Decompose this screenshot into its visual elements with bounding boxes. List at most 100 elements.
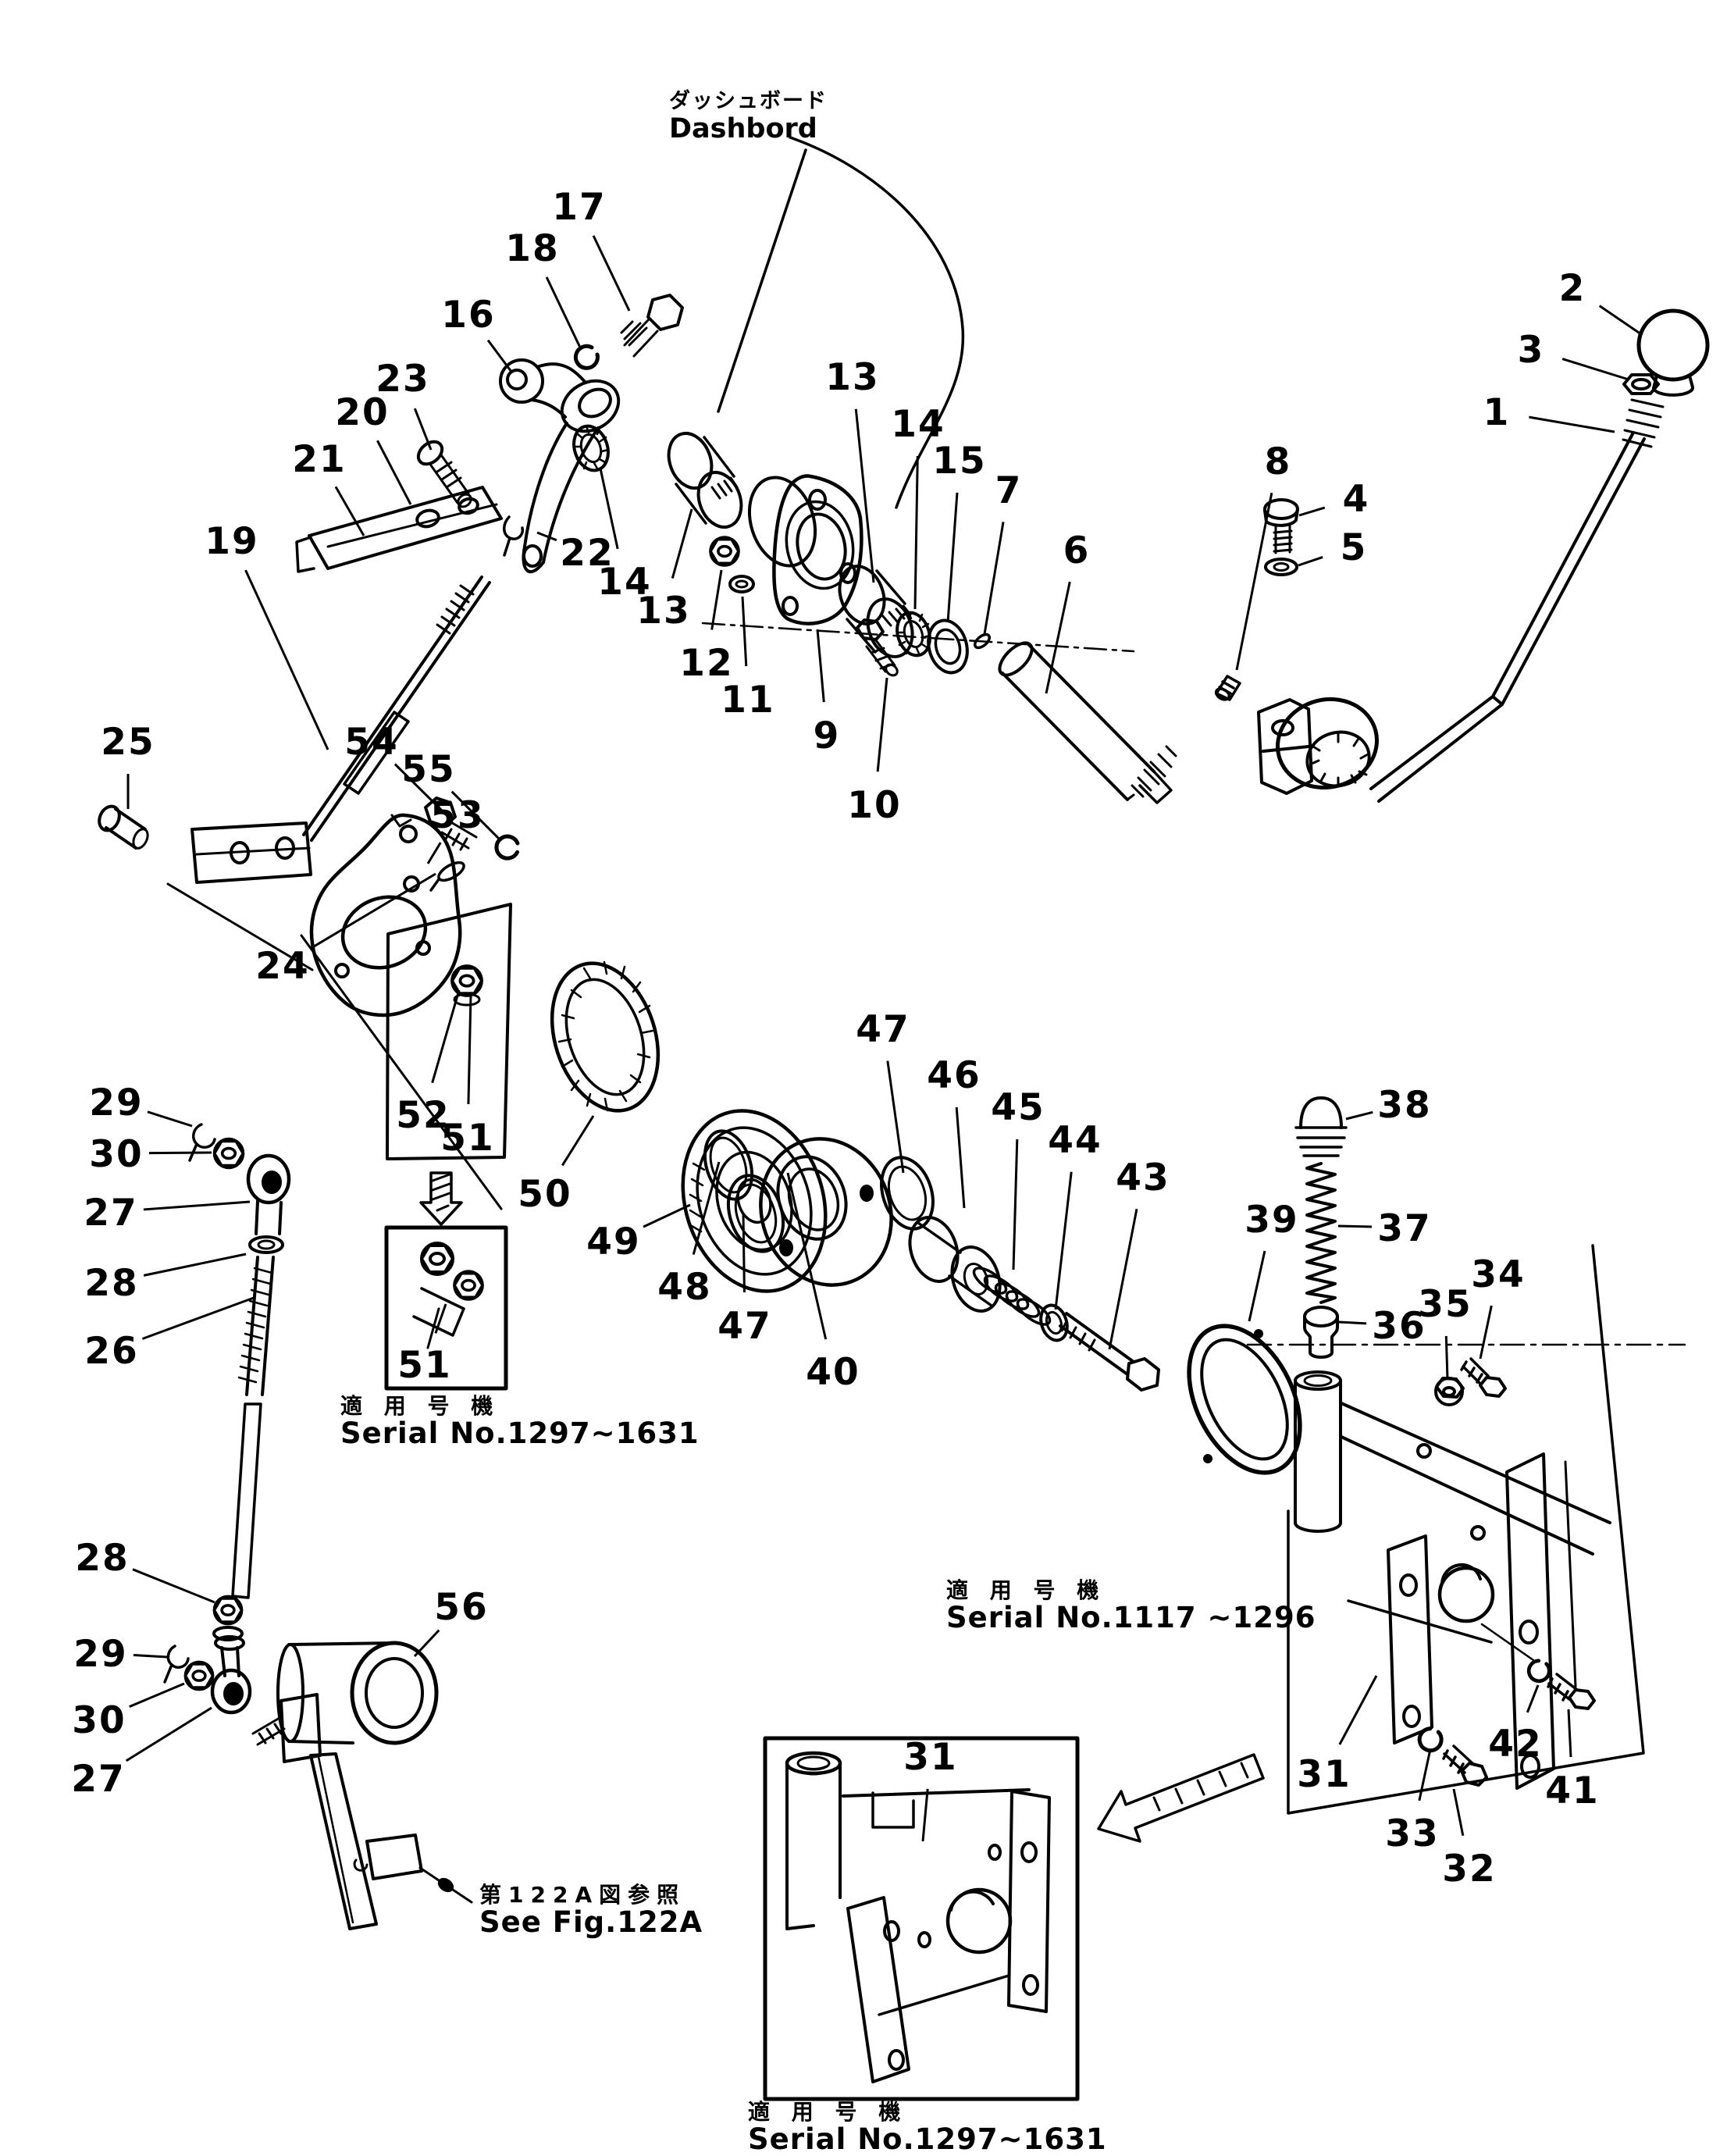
bolt-41 bbox=[1547, 1673, 1596, 1710]
part-label-4-3: 4 bbox=[1343, 478, 1370, 521]
part-label-13-12: 13 bbox=[825, 356, 879, 399]
serial-note-1-en: Serial No.1297~1631 bbox=[340, 1417, 700, 1450]
part-label-51-58: 51 bbox=[440, 1117, 494, 1160]
washer bbox=[728, 575, 755, 593]
serial-note-2-jp: 適 用 号 機 bbox=[946, 1577, 1106, 1603]
backing-panel bbox=[386, 903, 512, 1160]
serial-note-3-jp: 適 用 号 機 bbox=[748, 2099, 907, 2125]
leader-line-14-13 bbox=[913, 455, 919, 610]
bolt-43 bbox=[1059, 1312, 1160, 1392]
leader-line-11-10 bbox=[741, 596, 748, 667]
bracket-left-plate bbox=[1387, 1534, 1433, 1744]
bolt-54 bbox=[424, 796, 478, 851]
down-arrow bbox=[419, 1171, 463, 1226]
serial-note-2-en: Serial No.1117 ~1296 bbox=[946, 1601, 1316, 1634]
nut-28-lower bbox=[212, 1595, 244, 1626]
part-label-54-61: 54 bbox=[344, 721, 398, 764]
sector-plate-group bbox=[166, 813, 512, 1391]
link-rod-assembly bbox=[163, 1123, 473, 1930]
part-label-35-41: 35 bbox=[1418, 1283, 1472, 1326]
leader-line-41-47 bbox=[1567, 1709, 1572, 1758]
part-label-24-25: 24 bbox=[255, 945, 309, 988]
inset-tube bbox=[785, 1751, 842, 1930]
inset-left-plate bbox=[846, 1896, 910, 2083]
leader-line-47-53 bbox=[886, 1060, 905, 1174]
dashboard-label-en: Dashbord bbox=[669, 113, 817, 144]
part-label-9-8: 9 bbox=[814, 715, 841, 757]
bellcrank-56 bbox=[251, 1641, 473, 1930]
control-rod-group bbox=[98, 576, 522, 892]
part-label-38-44: 38 bbox=[1377, 1084, 1431, 1127]
flange-bolt bbox=[856, 618, 899, 677]
part-label-40-46: 40 bbox=[806, 1351, 860, 1394]
part-label-3-2: 3 bbox=[1518, 329, 1545, 372]
leader-line-21-23 bbox=[334, 486, 365, 536]
leader-line-20-22 bbox=[376, 440, 412, 505]
rod-thread bbox=[436, 584, 475, 635]
leader-line-39-45 bbox=[1248, 1250, 1266, 1322]
spring-37 bbox=[1305, 1162, 1337, 1304]
part-label-33-39: 33 bbox=[1385, 1812, 1439, 1855]
part-label-44-50: 44 bbox=[1048, 1119, 1102, 1162]
nut-30 bbox=[212, 1137, 245, 1170]
leader-line-35-41 bbox=[1444, 1335, 1449, 1380]
leader-line-31-63 bbox=[921, 1788, 929, 1842]
leader-line-13-12 bbox=[854, 408, 875, 583]
part-label-47-54: 47 bbox=[718, 1305, 771, 1348]
leader-line-2-1 bbox=[1598, 305, 1642, 336]
grease-fitting bbox=[1214, 675, 1241, 701]
lock-washer-right bbox=[896, 611, 931, 657]
part-label-18-20: 18 bbox=[505, 227, 559, 270]
part-label-50-57: 50 bbox=[518, 1173, 572, 1216]
leader-line-43-49 bbox=[1108, 1208, 1138, 1350]
region-border bbox=[1287, 1244, 1645, 1815]
spring-45 bbox=[972, 1267, 1052, 1326]
leader-line-42-48 bbox=[1526, 1684, 1540, 1713]
part-label-21-23: 21 bbox=[292, 438, 346, 481]
dashboard-callout: ダッシュボード Dashbord bbox=[669, 88, 826, 144]
part-label-17-19: 17 bbox=[552, 186, 606, 229]
leader-line-44-50 bbox=[1054, 1171, 1073, 1310]
leader-line-27-28 bbox=[143, 1200, 251, 1211]
leader-line-48-55 bbox=[692, 1161, 721, 1255]
nut bbox=[709, 536, 740, 567]
cable-drum-49 bbox=[681, 1109, 828, 1293]
shift-arm-16 bbox=[499, 358, 621, 574]
leader-line-4-3 bbox=[1298, 506, 1326, 517]
part-label-11-10: 11 bbox=[721, 679, 774, 722]
leader-line-27-35 bbox=[125, 1706, 212, 1762]
part-label-7-6: 7 bbox=[995, 469, 1023, 512]
leader-line-14-16 bbox=[599, 468, 619, 550]
wave-ring-50 bbox=[550, 960, 661, 1113]
part-label-5-4: 5 bbox=[1341, 526, 1368, 569]
washer-44 bbox=[1039, 1303, 1069, 1342]
bracket-boss bbox=[1416, 1443, 1495, 1623]
leader-line-38-44 bbox=[1345, 1110, 1373, 1121]
leader-line-49-56 bbox=[643, 1203, 691, 1228]
bracket-top-plate bbox=[1340, 1402, 1611, 1556]
part-label-2-1: 2 bbox=[1559, 267, 1586, 310]
clevis bbox=[191, 821, 312, 884]
part-label-30-34: 30 bbox=[72, 1699, 126, 1742]
plunger-36 bbox=[1303, 1306, 1339, 1359]
leader-line-45-51 bbox=[1012, 1139, 1019, 1270]
spline-teeth bbox=[1126, 745, 1177, 801]
part-label-47-53: 47 bbox=[856, 1008, 910, 1051]
part-label-45-51: 45 bbox=[991, 1086, 1045, 1129]
part-label-31-37: 31 bbox=[1297, 1753, 1351, 1796]
serial-note-3-en: Serial No.1297~1631 bbox=[748, 2122, 1107, 2156]
part-label-28-32: 28 bbox=[75, 1537, 129, 1580]
detent-group bbox=[1187, 1096, 1507, 1475]
leader-line-51-64 bbox=[434, 1303, 447, 1334]
drum-chain-group bbox=[550, 960, 1160, 1392]
leader-line-9-8 bbox=[816, 629, 825, 703]
part-label-29-33: 29 bbox=[73, 1633, 127, 1676]
part-label-15-14: 15 bbox=[932, 440, 986, 483]
labels-layer: 1234567891011121314151314221617181920212… bbox=[71, 186, 1642, 1891]
lock-nut bbox=[1622, 373, 1660, 395]
plain-washer bbox=[927, 618, 969, 675]
detail-box-51 bbox=[384, 1225, 508, 1391]
pin-24 bbox=[429, 861, 465, 892]
leader-line-22-17 bbox=[536, 531, 557, 542]
